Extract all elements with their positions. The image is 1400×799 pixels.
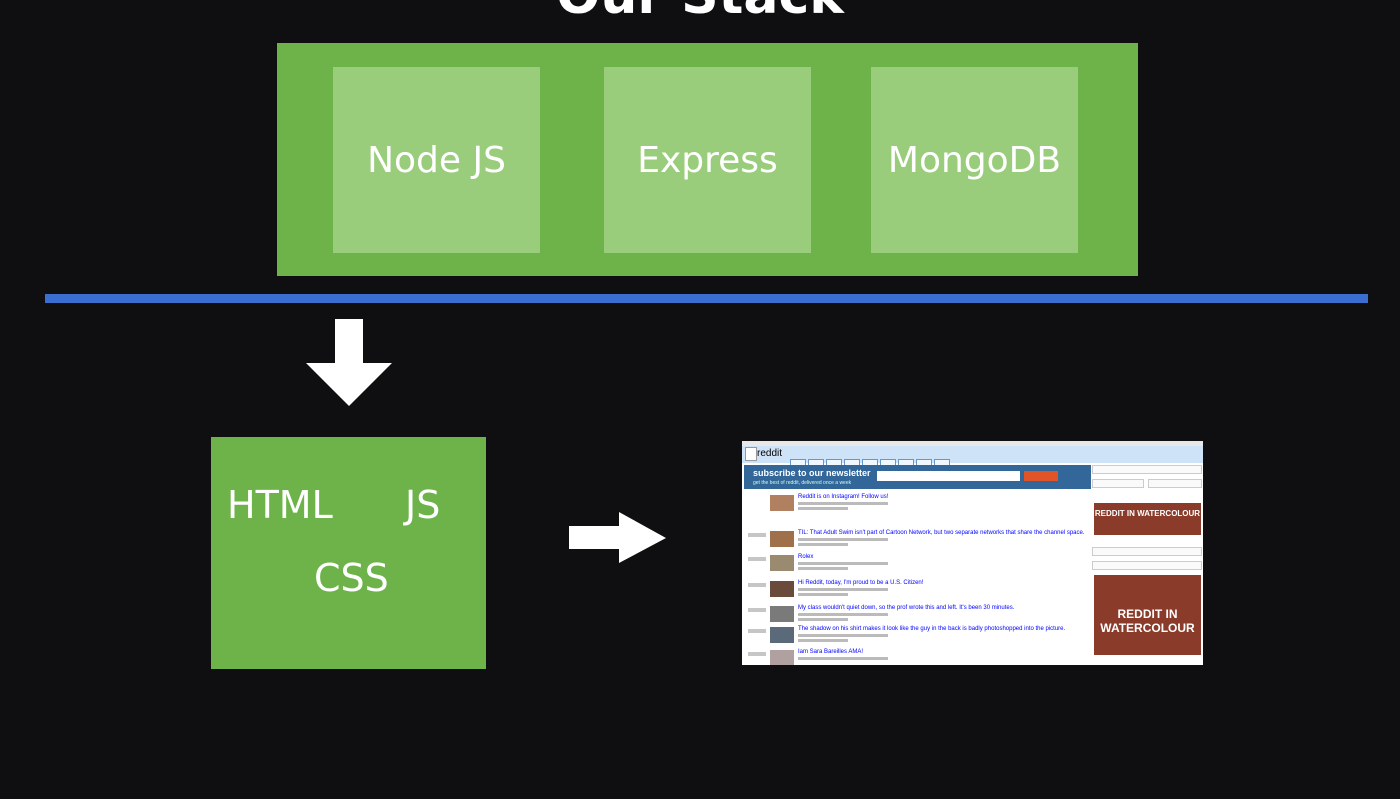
reddit-screenshot: reddit subscribe to our newsletter get t… xyxy=(742,441,1203,665)
js-label: JS xyxy=(405,483,441,527)
server-client-divider xyxy=(45,294,1368,303)
down-arrow-icon xyxy=(306,319,392,406)
reddit-post: The shadow on his shirt makes it look li… xyxy=(748,625,1090,645)
newsletter-title: subscribe to our newsletter xyxy=(753,468,871,478)
reddit-post: Hi Reddit, today, I'm proud to be a U.S.… xyxy=(748,579,1090,599)
frontend-stack-box: HTML JS CSS xyxy=(211,437,486,669)
sidebar-username xyxy=(1092,479,1144,488)
mongodb-box: MongoDB xyxy=(871,67,1078,253)
sidebar-search xyxy=(1092,465,1202,474)
submit-link-box xyxy=(1092,547,1202,556)
newsletter-email-input xyxy=(877,471,1020,481)
slide-title: Our Stack xyxy=(0,0,1400,22)
css-label: CSS xyxy=(314,556,389,600)
reddit-post: My class wouldn't quiet down, so the pro… xyxy=(748,604,1090,624)
reddit-brand: reddit xyxy=(757,448,783,459)
reddit-sidebar: REDDIT IN WATERCOLOUR REDDIT IN WATERCOL… xyxy=(1092,463,1202,663)
reddit-post: Reddit is on Instagram! Follow us! xyxy=(770,493,1090,513)
express-box: Express xyxy=(604,67,811,253)
newsletter-subscribe-button xyxy=(1024,471,1058,481)
backend-stack-box: Node JS Express MongoDB xyxy=(277,43,1138,276)
reddit-post: Iam Sara Bareilles AMA! xyxy=(748,648,1090,665)
reddit-post: Rolex xyxy=(748,553,1090,573)
watercolour-ad-small: REDDIT IN WATERCOLOUR xyxy=(1094,503,1201,535)
reddit-post: TIL: That Adult Swim isn't part of Carto… xyxy=(748,529,1090,549)
right-arrow-icon xyxy=(569,512,666,563)
html-label: HTML xyxy=(227,483,333,527)
watercolour-ad-large: REDDIT IN WATERCOLOUR xyxy=(1094,575,1201,655)
sidebar-password xyxy=(1148,479,1202,488)
reddit-alien-icon xyxy=(745,447,757,461)
newsletter-subtitle: get the best of reddit, delivered once a… xyxy=(753,480,852,486)
reddit-header xyxy=(742,446,1203,463)
node-js-box: Node JS xyxy=(333,67,540,253)
submit-text-box xyxy=(1092,561,1202,570)
newsletter-banner: subscribe to our newsletter get the best… xyxy=(744,465,1091,489)
browser-top-bar xyxy=(742,441,1203,446)
reddit-tabs xyxy=(790,455,952,473)
